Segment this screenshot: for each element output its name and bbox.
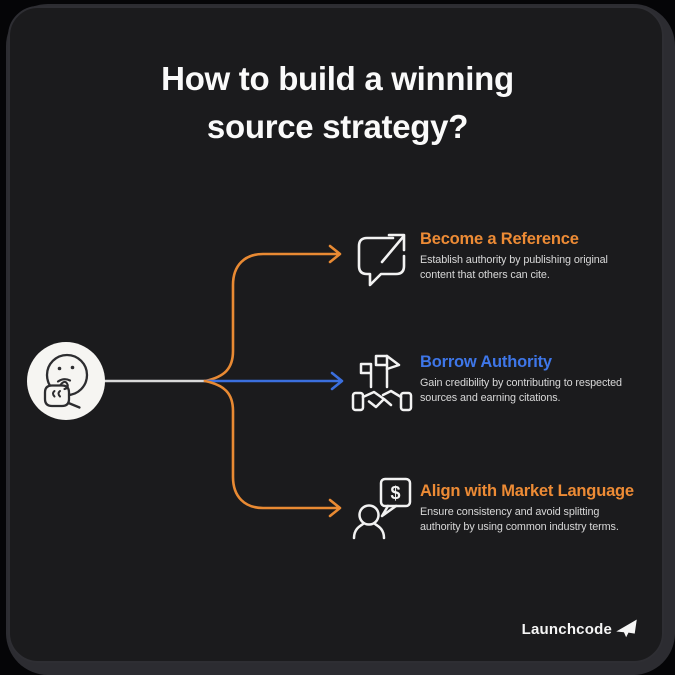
page-title: How to build a winning source strategy?: [0, 55, 675, 151]
thinking-face-icon: [43, 353, 89, 409]
strategy-item-borrow-authority: Borrow Authority Gain credibility by con…: [420, 352, 675, 405]
dollar-sign-glyph: $: [390, 483, 400, 503]
handshake-flags-icon: [351, 354, 413, 412]
infographic-card: [8, 6, 664, 663]
item-description: Gain credibility by contributing to resp…: [420, 377, 622, 404]
bottom-branch-arrow: [203, 379, 342, 518]
top-branch-arrow: [203, 244, 342, 383]
thinking-face-badge: [27, 342, 105, 420]
item-description: Ensure consistency and avoid splitting a…: [420, 506, 619, 533]
page-title-line1: How to build a winning: [161, 60, 514, 97]
strategy-item-become-a-reference: Become a Reference Establish authority b…: [420, 229, 675, 282]
person-dollar-bubble-icon: $: [352, 477, 412, 540]
item-title: Align with Market Language: [420, 482, 634, 500]
item-title: Become a Reference: [420, 230, 579, 248]
paper-plane-icon: [616, 619, 637, 638]
item-title: Borrow Authority: [420, 353, 552, 371]
middle-branch-arrow: [203, 371, 344, 391]
item-description: Establish authority by publishing origin…: [420, 254, 608, 281]
brand-logo-text: Launchcode: [521, 620, 612, 638]
speech-bubble-share-icon: [357, 233, 406, 287]
brand-logo: Launchcode: [522, 618, 639, 640]
page-title-line2: source strategy?: [206, 108, 469, 145]
strategy-item-align-with-market-language: Align with Market Language Ensure consis…: [420, 481, 675, 534]
